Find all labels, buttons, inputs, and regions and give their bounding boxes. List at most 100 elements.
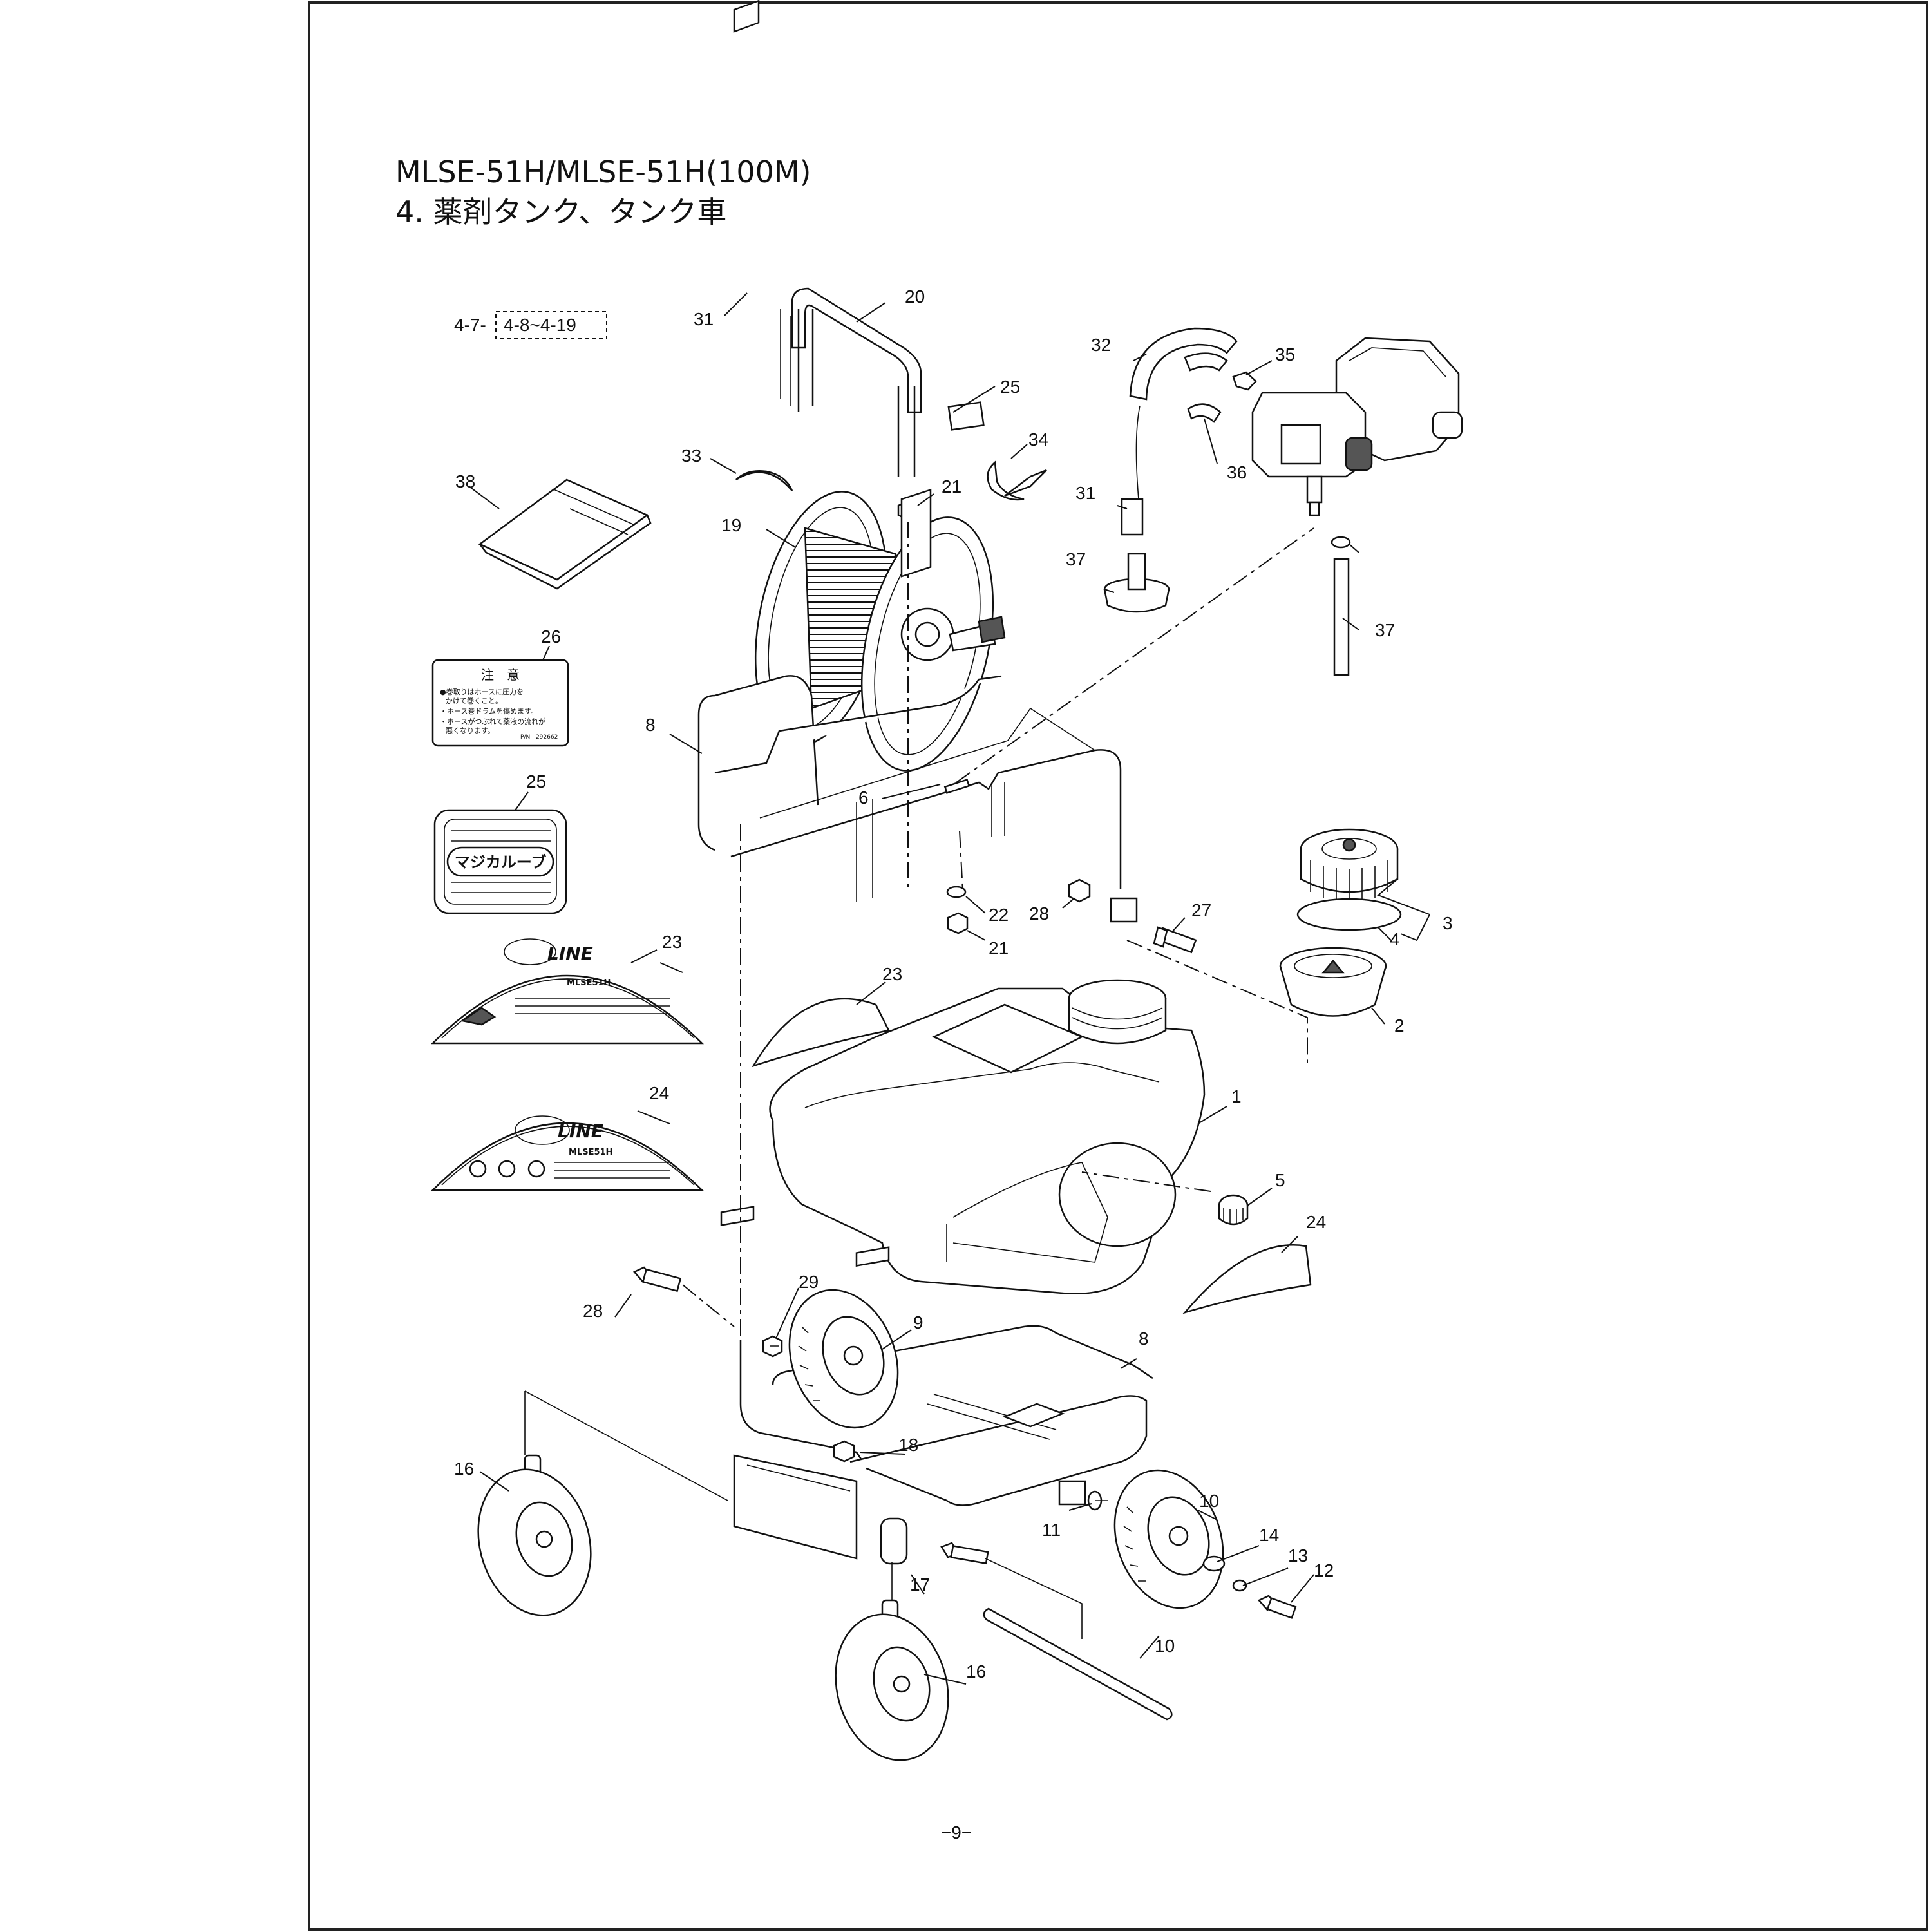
callout-35: 37: [1066, 549, 1086, 569]
callout-23-label: 23: [662, 932, 682, 952]
assembly-lines: [524, 522, 1314, 1639]
model-title: MLSE-51H/MLSE-51H(100M): [395, 155, 811, 189]
part-11-axle: [983, 1607, 1173, 1721]
callout-8: 8: [645, 715, 656, 735]
part-17-bolt: [940, 1542, 989, 1565]
part-33-band: [1187, 403, 1222, 423]
callout-9: 8: [1139, 1329, 1149, 1349]
decal-23: LINE MLSE51H: [431, 938, 705, 1045]
callout-16-bottom: 16: [966, 1662, 986, 1681]
callout-28-left: 29: [799, 1272, 819, 1292]
part-16-caster-bottom: [835, 1599, 949, 1761]
callout-24-label: 24: [649, 1083, 669, 1103]
decal-24: LINE MLSE51H: [430, 1115, 705, 1191]
callout-30: 34: [1028, 430, 1048, 450]
callout-31: 31: [1075, 483, 1095, 503]
part-15-washer: [1202, 1555, 1226, 1572]
caution-line-5: 悪くなります。: [446, 726, 495, 735]
callout-5: 5: [1275, 1170, 1285, 1190]
callout-24-panel: 24: [1306, 1212, 1326, 1232]
callout-25-label: 25: [526, 772, 546, 791]
callout-15: 14: [1259, 1525, 1279, 1545]
part-24-side-panel: [1182, 1244, 1312, 1314]
caution-title: 注 意: [481, 667, 520, 683]
part-31-tube: [1121, 498, 1144, 536]
callout-12: 11: [1042, 1520, 1061, 1540]
part-22-washer: [946, 886, 967, 898]
callout-33: 36: [1227, 462, 1247, 482]
callout-34: 35: [1275, 345, 1295, 365]
callout-29: 33: [681, 446, 701, 466]
callout-13: 12: [1314, 1560, 1334, 1580]
callout-26-top: 31: [694, 309, 714, 329]
callout-16-left: 16: [454, 1459, 474, 1479]
part-13-bolt: [1257, 1595, 1297, 1619]
callout-10-right: 10: [1199, 1491, 1219, 1511]
caution-label: 注 意 ●巻取りはホースに圧力を かけて巻くこと。 ・ホース巻ドラムを傷めます。…: [431, 659, 569, 747]
part-8-frame-top: [697, 488, 1138, 923]
part-23-side-panel: [752, 998, 890, 1068]
leader-lines: [468, 292, 1430, 1685]
part-32-hose: [1129, 327, 1238, 401]
part-28-nut-top: [1068, 878, 1091, 903]
part-10-wheel-top: [788, 1289, 899, 1429]
part-16-caster-left: [477, 1454, 592, 1616]
reference-note: 4-7- 4-8~4-19: [454, 311, 607, 339]
brand-plate: マジカルーブ: [433, 809, 567, 914]
callout-36: 37: [1375, 620, 1395, 640]
callout-3: 3: [1443, 913, 1453, 933]
callout-numbers: 20 31 25 34 33 21 19 38 26 25 8 6 22 21 …: [454, 287, 1453, 1681]
callout-26-label: 26: [541, 627, 561, 647]
callout-23-panel: 23: [882, 964, 902, 984]
part-6-pin: [943, 779, 971, 794]
part-3-cap: [1300, 828, 1399, 902]
part-21-nut-lower: [947, 912, 969, 934]
part-20-handle: [733, 0, 985, 477]
part-14-washer: [1232, 1579, 1247, 1592]
reference-range: 4-8~4-19: [504, 315, 576, 335]
callout-20: 20: [905, 287, 925, 307]
part-10-wheel-right: [1113, 1469, 1224, 1609]
part-31-line: [1135, 405, 1141, 500]
callout-32: 32: [1091, 335, 1111, 355]
part-38-manual: [478, 478, 652, 590]
decal-24-logo: LINE: [558, 1121, 603, 1142]
callout-17: 17: [910, 1575, 930, 1595]
caution-line-2: かけて巻くこと。: [446, 697, 502, 705]
part-4-packing: [1296, 898, 1402, 931]
part-29-clip: [735, 470, 793, 491]
part-2-strainer-basket: [1279, 947, 1387, 1017]
caution-line-4: ・ホースがつぶれて薬液の流れが: [440, 717, 545, 726]
part-30-fitting: [1004, 469, 1047, 497]
caution-line-1: ●巻取りはホースに圧力を: [440, 688, 524, 696]
callout-27-left: 28: [583, 1301, 603, 1321]
callout-1: 1: [1231, 1086, 1242, 1106]
reference-box: [495, 311, 607, 339]
callout-22: 22: [989, 905, 1009, 925]
page-border: [308, 1, 1928, 1931]
part-35-strainer: [1103, 553, 1170, 613]
decal-23-model: MLSE51H: [567, 978, 611, 988]
callout-28-top: 28: [1029, 904, 1049, 923]
decal-23-logo: LINE: [547, 943, 593, 964]
caution-line-3: ・ホース巻ドラムを傷めます。: [440, 706, 538, 715]
callout-14: 13: [1288, 1546, 1308, 1566]
callout-19: 19: [721, 515, 741, 535]
callout-11: 10: [1155, 1636, 1175, 1656]
callout-2: 2: [1394, 1016, 1405, 1036]
part-5-drain-cap: [1218, 1194, 1249, 1226]
part-30-clip: [987, 460, 1025, 501]
caution-part-no: P/N : 292662: [520, 734, 558, 741]
decal-24-model: MLSE51H: [569, 1148, 612, 1157]
callout-21-top: 21: [942, 477, 961, 497]
reference-prefix: 4-7-: [454, 315, 486, 335]
part-27-bolt-top: [1153, 926, 1197, 954]
callout-4: 4: [1390, 929, 1400, 949]
part-34-fitting: [1232, 371, 1257, 391]
part-32-hose-end: [1184, 352, 1228, 372]
callout-38: 38: [455, 471, 475, 491]
callout-27-top: 27: [1191, 900, 1211, 920]
callout-18: 18: [898, 1435, 918, 1455]
brand-plate-text: マジカルーブ: [455, 853, 547, 871]
